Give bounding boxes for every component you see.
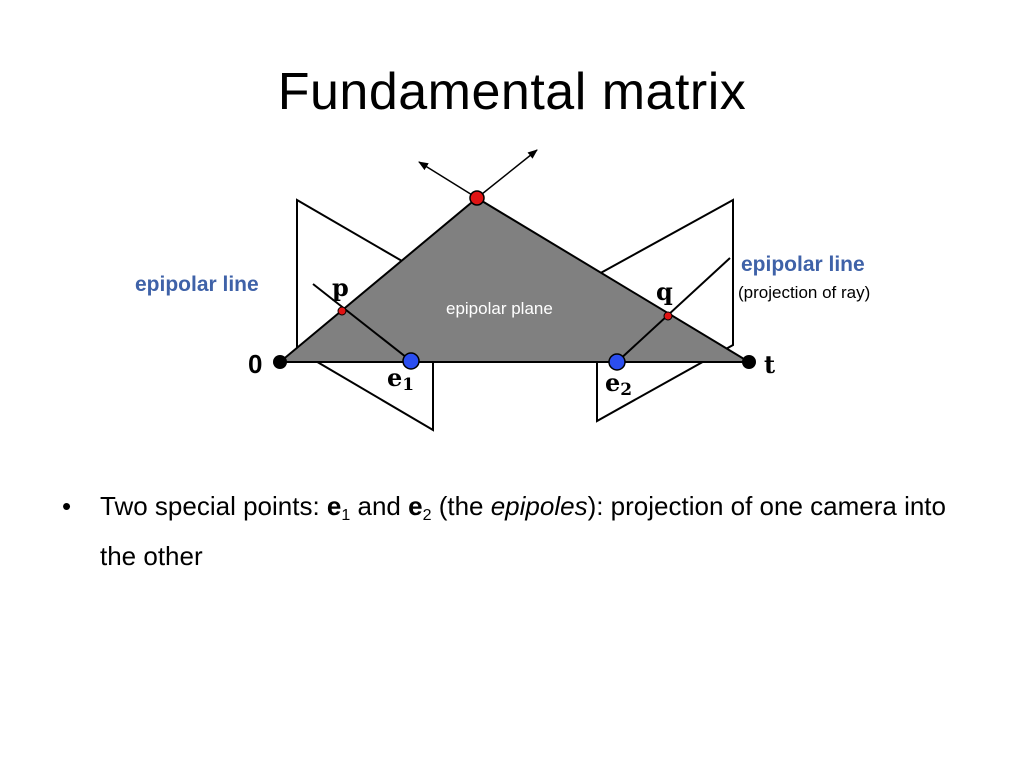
left-epipolar-line xyxy=(312,283,412,362)
origin-label: 0 xyxy=(248,349,262,379)
epipole-e1 xyxy=(402,352,420,370)
e2-subscript: 2 xyxy=(620,380,632,400)
bullet-text-part3: (the xyxy=(431,491,491,521)
projection-of-ray-label: (projection of ray) xyxy=(738,283,870,302)
translation-label: t xyxy=(764,350,775,379)
left-image-plane xyxy=(296,198,434,432)
e1-base: e xyxy=(387,363,402,392)
ray-arrow-right xyxy=(476,149,538,199)
e2-base: e xyxy=(605,368,620,397)
bullet-e1: e xyxy=(326,491,342,521)
epipole-e1-label: e1 xyxy=(387,363,414,395)
image-point-q xyxy=(663,311,673,321)
bullet-epipoles-italic: epipoles xyxy=(490,491,588,521)
bullet-e1-sub: 1 xyxy=(341,507,351,524)
point-q-label: q xyxy=(656,277,673,306)
bullet-text-part4: ): projection of one camera into the oth… xyxy=(100,491,946,571)
point-p-label: p xyxy=(332,273,349,302)
epipolar-line-right-label: epipolar line xyxy=(741,253,865,276)
bullet-item: • Two special points: e1 and e2 (the epi… xyxy=(62,486,962,576)
scene-point xyxy=(469,190,485,206)
bullet-list: • Two special points: e1 and e2 (the epi… xyxy=(62,486,962,576)
epipolar-plane-label: epipolar plane xyxy=(446,299,553,318)
bullet-text-part2: and xyxy=(350,491,409,521)
slide-title: Fundamental matrix xyxy=(277,63,747,121)
epipolar-plane-triangle xyxy=(277,196,753,363)
epipole-e2 xyxy=(608,353,626,371)
bullet-marker: • xyxy=(62,491,72,521)
epipole-e2-label: e2 xyxy=(605,368,632,400)
translation-camera-center xyxy=(742,355,756,369)
ray-arrow-left xyxy=(418,161,478,199)
right-image-plane xyxy=(596,198,734,423)
bullet-e2: e xyxy=(408,491,423,521)
bullet-text-part1: Two special points: xyxy=(100,491,327,521)
origin-camera-center xyxy=(273,355,287,369)
image-point-p xyxy=(337,306,347,316)
bullet-text: Two special points: e1 and e2 (the epipo… xyxy=(100,486,962,576)
bullet-e2-sub: 2 xyxy=(422,507,432,524)
epipolar-line-left-label: epipolar line xyxy=(135,273,259,296)
e1-subscript: 1 xyxy=(402,375,414,395)
right-epipolar-line xyxy=(616,257,731,363)
